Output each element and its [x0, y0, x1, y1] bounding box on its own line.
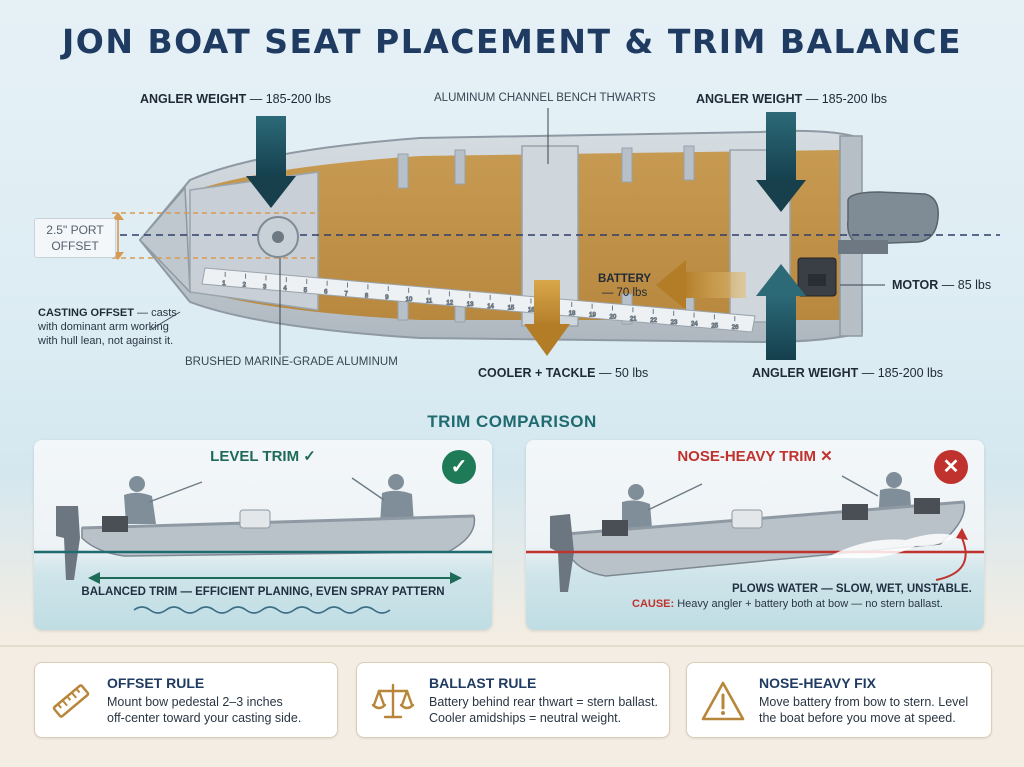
ruler-tick-label: 16 — [528, 307, 535, 313]
battery-arrow — [656, 260, 746, 310]
trim-comparison-title: TRIM COMPARISON — [427, 412, 597, 431]
nose-heavy-panel: NOSE-HEAVY TRIM ✕ ✕ PLOWS WATER — SLOW, … — [526, 440, 984, 630]
outboard-motor — [847, 191, 939, 245]
level-boat-illustration — [34, 474, 492, 614]
ruler-tick-label: 2 — [243, 283, 247, 289]
ruler-tick-label: 7 — [345, 292, 349, 298]
angler-arrow-stern-down — [756, 112, 806, 212]
ruler-tick-label: 9 — [385, 295, 389, 301]
nose-heavy-caption: PLOWS WATER — SLOW, WET, UNSTABLE. — [732, 583, 972, 595]
ruler-tick-label: 3 — [263, 284, 267, 290]
angler-arrow-bow — [246, 116, 296, 208]
level-trim-panel: LEVEL TRIM ✓ ✓ BALANCED TRIM — EFFICIENT… — [34, 440, 492, 630]
ruler-tick-label: 1 — [222, 281, 226, 287]
ruler-tick-label: 5 — [304, 288, 308, 294]
ruler-tick-label: 14 — [487, 304, 494, 310]
ruler-tick-label: 19 — [589, 313, 596, 319]
nose-heavy-boat-illustration — [526, 472, 984, 592]
ruler-tick-label: 25 — [711, 323, 718, 329]
ruler-tick-label: 18 — [569, 311, 576, 317]
level-trim-caption: BALANCED TRIM — EFFICIENT PLANING, EVEN … — [81, 586, 445, 598]
casting-offset-note: CASTING OFFSET — casts with dominant arm… — [38, 307, 177, 347]
ruler-tick-label: 10 — [406, 297, 413, 303]
offset-rule-card: OFFSET RULE Mount bow pedestal 2–3 inche… — [34, 662, 338, 738]
level-trim-title: LEVEL TRIM ✓ — [210, 448, 316, 465]
ruler-tick-label: 12 — [446, 300, 453, 306]
ruler-tick-label: 4 — [283, 286, 287, 292]
ruler-tick-label: 26 — [732, 325, 739, 331]
ballast-rule-title: BALLAST RULE — [429, 675, 537, 691]
ruler-icon — [52, 684, 90, 718]
scales-icon — [371, 683, 415, 719]
ruler-tick-label: 20 — [610, 315, 617, 321]
ruler-tick-label: 6 — [324, 290, 328, 296]
nose-heavy-fix-title: NOSE-HEAVY FIX — [759, 675, 876, 691]
ballast-rule-card: BALLAST RULE Battery behind rear thwart … — [356, 662, 670, 738]
page-title: JON BOAT SEAT PLACEMENT & TRIM BALANCE — [62, 22, 962, 61]
x-icon: ✕ — [934, 450, 968, 484]
warning-icon — [701, 681, 745, 721]
thwarts-label: ALUMINUM CHANNEL BENCH THWARTS — [434, 92, 656, 104]
motor-label: MOTOR — 85 lbs — [892, 278, 992, 292]
battery-label: BATTERY— 70 lbs — [598, 273, 652, 299]
boat-diagram: 1234567891011121314151617181920212223242… — [112, 108, 1000, 360]
ruler-tick-label: 15 — [508, 306, 515, 312]
nose-heavy-fix-card: NOSE-HEAVY FIX Move battery from bow to … — [686, 662, 992, 738]
ruler-tick-label: 24 — [691, 322, 698, 328]
ruler-tick-label: 23 — [671, 320, 678, 326]
ruler-tick-label: 21 — [630, 316, 637, 322]
angler-weight-label-stern-bottom: ANGLER WEIGHT — 185-200 lbs — [752, 366, 944, 380]
cooler-arrow — [524, 280, 570, 356]
cooler-label: COOLER + TACKLE — 50 lbs — [478, 366, 649, 380]
measuring-ruler — [201, 267, 756, 333]
angler-arrow-stern-up — [756, 264, 806, 360]
bow-tip — [138, 186, 191, 294]
angler-weight-label-bow: ANGLER WEIGHT — 185-200 lbs — [140, 92, 332, 106]
nose-heavy-title: NOSE-HEAVY TRIM ✕ — [677, 448, 833, 465]
ruler-tick-label: 13 — [467, 302, 474, 308]
check-icon: ✓ — [442, 450, 476, 484]
angler-weight-label-stern: ANGLER WEIGHT — 185-200 lbs — [696, 92, 888, 106]
ballast-rule-text: Battery behind rear thwart = stern balla… — [429, 695, 658, 725]
ruler-tick-label: 11 — [426, 299, 433, 305]
offset-rule-title: OFFSET RULE — [107, 675, 205, 691]
ruler-tick-label: 22 — [650, 318, 657, 324]
ruler-tick-label: 8 — [365, 293, 369, 299]
aluminum-label: BRUSHED MARINE-GRADE ALUMINUM — [185, 356, 398, 368]
nose-heavy-cause: CAUSE: Heavy angler + battery both at bo… — [632, 598, 943, 610]
